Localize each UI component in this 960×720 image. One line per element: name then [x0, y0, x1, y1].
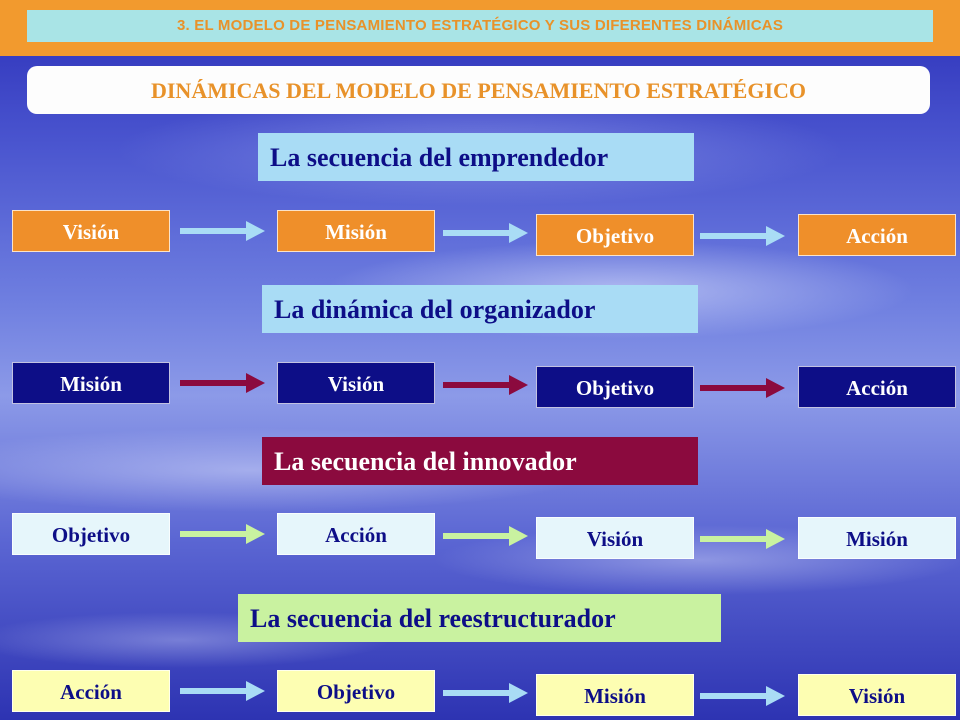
step-box: Objetivo: [12, 513, 170, 555]
section-title-organizador: La dinámica del organizador: [262, 285, 698, 333]
arrow-right-icon: [700, 378, 785, 398]
arrow-right-icon: [443, 526, 528, 546]
top-banner: 3. EL MODELO DE PENSAMIENTO ESTRATÉGICO …: [0, 0, 960, 56]
step-box: Objetivo: [536, 214, 694, 256]
main-heading: DINÁMICAS DEL MODELO DE PENSAMIENTO ESTR…: [27, 66, 930, 114]
step-box: Objetivo: [536, 366, 694, 408]
step-box: Acción: [798, 214, 956, 256]
step-box: Visión: [798, 674, 956, 716]
step-box: Misión: [536, 674, 694, 716]
arrow-right-icon: [443, 223, 528, 243]
arrow-right-icon: [180, 373, 265, 393]
step-box: Visión: [277, 362, 435, 404]
step-box: Visión: [536, 517, 694, 559]
section-title-innovador: La secuencia del innovador: [262, 437, 698, 485]
arrow-right-icon: [180, 681, 265, 701]
arrow-right-icon: [180, 221, 265, 241]
step-box: Visión: [12, 210, 170, 252]
arrow-right-icon: [443, 683, 528, 703]
step-box: Acción: [798, 366, 956, 408]
arrow-right-icon: [700, 529, 785, 549]
arrow-right-icon: [700, 226, 785, 246]
section-title-reestructurador: La secuencia del reestructurador: [238, 594, 721, 642]
step-box: Objetivo: [277, 670, 435, 712]
step-box: Misión: [12, 362, 170, 404]
top-title: 3. EL MODELO DE PENSAMIENTO ESTRATÉGICO …: [27, 10, 933, 42]
step-box: Misión: [277, 210, 435, 252]
section-title-emprendedor: La secuencia del emprendedor: [258, 133, 694, 181]
step-box: Misión: [798, 517, 956, 559]
arrow-right-icon: [180, 524, 265, 544]
arrow-right-icon: [443, 375, 528, 395]
arrow-right-icon: [700, 686, 785, 706]
step-box: Acción: [277, 513, 435, 555]
step-box: Acción: [12, 670, 170, 712]
